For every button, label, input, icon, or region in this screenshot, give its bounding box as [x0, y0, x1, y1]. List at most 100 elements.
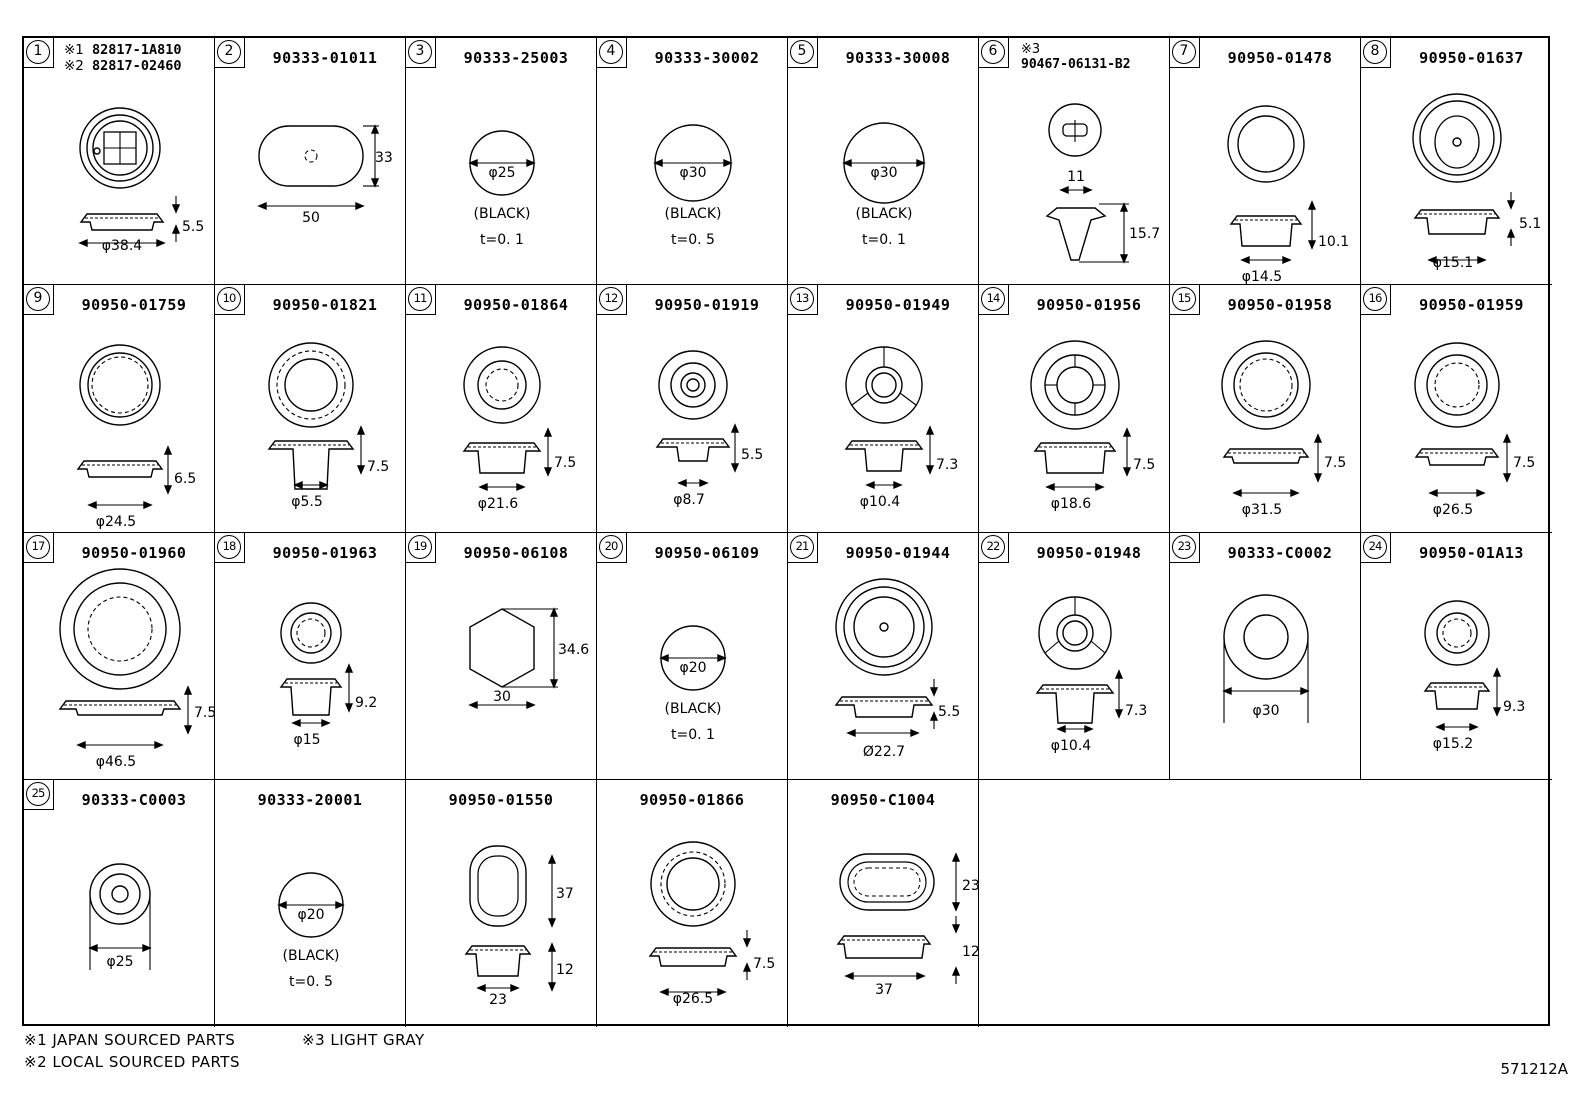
- part-illustration: φ8.75.5: [655, 350, 763, 508]
- hexagon-plug: [469, 607, 535, 688]
- part-number: 90950-01948: [1036, 543, 1142, 562]
- center-hole: [879, 621, 889, 632]
- height-label: 37: [556, 886, 574, 902]
- center-hole: [686, 378, 700, 392]
- side-profile: [1413, 209, 1501, 235]
- part-illustration: 34.630: [468, 606, 589, 709]
- grommet-inner: [87, 352, 153, 418]
- dimension-arrow: [87, 501, 97, 510]
- item-number: 19: [408, 534, 432, 559]
- dimension-arrow: [1084, 724, 1094, 733]
- dimension-arrow: [951, 902, 961, 912]
- dimension-arrow: [659, 987, 669, 996]
- item-number: 22: [981, 534, 1005, 559]
- grommet-outer: [1223, 593, 1309, 680]
- part-number: 90950-01959: [1419, 296, 1524, 315]
- grommet-inner: [1237, 115, 1295, 173]
- diameter-label: φ5.5: [291, 494, 323, 510]
- side-profile: [279, 677, 343, 716]
- grommet-hidden-edge: [1434, 362, 1480, 408]
- part-drawing: φ20(BLACK)t=0. 5: [277, 872, 345, 990]
- dimension-arrow: [1059, 185, 1069, 195]
- part-illustration: φ24.56.5: [76, 344, 196, 530]
- grommet-outer: [59, 567, 181, 690]
- item-number: 14: [981, 287, 1005, 312]
- part-number: 90950-01637: [1419, 49, 1524, 67]
- dimension-arrow: [476, 983, 486, 992]
- grommet-inner: [843, 585, 925, 668]
- dimension-arrow: [510, 983, 520, 992]
- part-number: 90950-01919: [654, 296, 760, 315]
- diameter-label: φ26.5: [673, 991, 713, 1007]
- dimension-arrow: [478, 483, 488, 492]
- dimension-arrow: [1122, 467, 1132, 478]
- grommet-inner: [666, 857, 720, 911]
- part-number: 90333-01011: [272, 49, 378, 67]
- item-number: 12: [599, 287, 623, 312]
- part-illustration: φ31.57.5: [1221, 340, 1346, 518]
- side-profile: [1423, 681, 1491, 710]
- illustration-code: 571212A: [1500, 1060, 1568, 1078]
- dimension-arrow: [844, 971, 854, 980]
- height-label: 9.3: [1503, 699, 1525, 715]
- locking-tab: [1434, 115, 1480, 169]
- side-profile: [1033, 442, 1117, 474]
- diameter-label: φ25: [106, 954, 133, 970]
- center-hole: [111, 885, 129, 903]
- grommet-outer: [1227, 105, 1305, 183]
- dimension-arrow: [547, 854, 557, 864]
- grommet-outer: [268, 342, 354, 428]
- height-dimension-label: 5.5: [938, 704, 960, 720]
- color-note: (BLACK): [283, 948, 340, 964]
- dimension-arrow: [925, 465, 935, 476]
- height-dimension-label: 5.1: [1519, 216, 1541, 232]
- oval-hidden-edge: [853, 867, 921, 897]
- dimension-arrow: [1240, 255, 1250, 265]
- part-drawing: φ10.47.3: [844, 346, 958, 510]
- grommet-outer: [1030, 340, 1120, 430]
- dimension-arrow: [742, 938, 752, 948]
- clip-head: [1048, 103, 1102, 157]
- part-number: 90333-C0002: [1227, 543, 1333, 562]
- dimension-arrow: [355, 201, 365, 211]
- part-illustration: φ5.5 7.5: [267, 342, 389, 510]
- part-number: 90950-01759: [81, 296, 187, 315]
- part-drawing: φ5.5 7.5: [267, 342, 389, 510]
- dimension-arrow: [1492, 666, 1502, 677]
- part-number: 90333-C0003: [81, 790, 187, 809]
- item-number-box: 20: [597, 532, 627, 563]
- dimension-arrow: [356, 425, 366, 435]
- height-label: 7.5: [367, 459, 389, 475]
- part-drawing: φ15.29.3: [1423, 599, 1525, 752]
- part-drawing: φ25: [88, 863, 152, 970]
- dimension-arrow: [1095, 483, 1105, 492]
- height-label: 7.5: [554, 455, 576, 471]
- grommet-outer: [1424, 599, 1490, 666]
- oval-plug-outline: [258, 125, 364, 187]
- diameter-label: φ30: [679, 165, 706, 181]
- dimension-arrow: [1119, 254, 1129, 264]
- grommet-inner: [73, 581, 167, 676]
- footnote-mark: ※2: [64, 58, 84, 74]
- grommet-inner: [1419, 100, 1495, 176]
- grommet-outer: [280, 601, 342, 664]
- diameter-label: φ31.5: [1242, 502, 1282, 518]
- part-drawing: φ30(BLACK)t=0. 5: [653, 124, 733, 248]
- height-label: 7.3: [1125, 703, 1147, 719]
- item-number-box: 6: [979, 38, 1009, 68]
- part-drawing: φ8.75.5: [655, 350, 763, 508]
- dimension-arrow: [277, 900, 287, 909]
- dimension-arrow: [321, 718, 331, 727]
- grommet-inner: [670, 362, 716, 408]
- thickness-note: t=0. 1: [671, 727, 715, 743]
